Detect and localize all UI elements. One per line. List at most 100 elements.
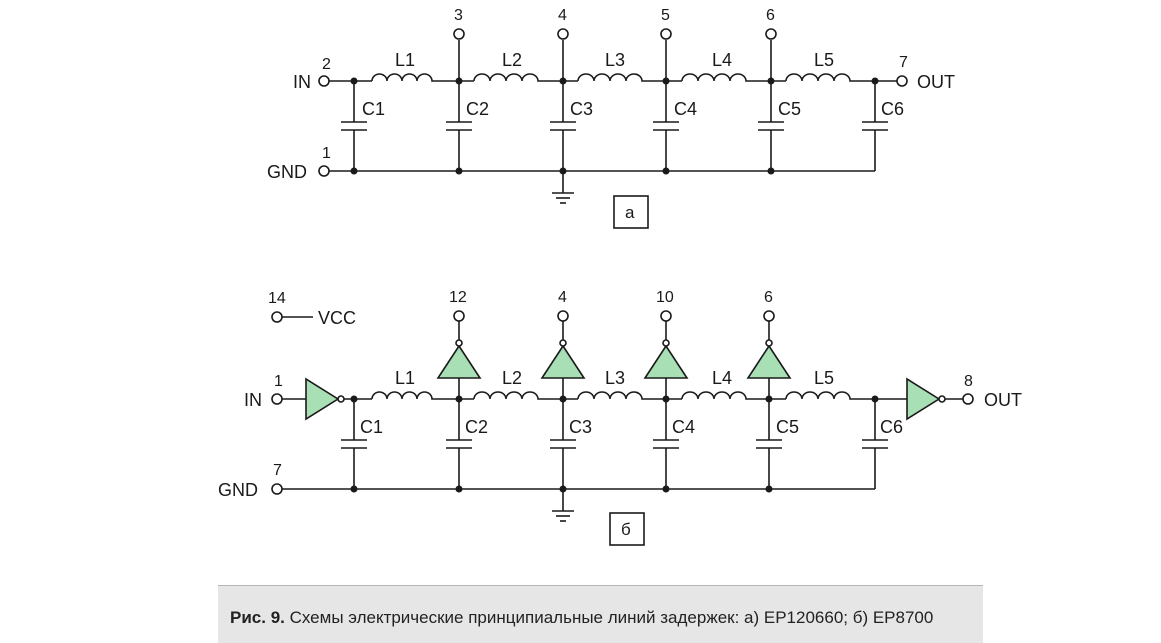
inductor-l5-a [785,73,858,82]
tap-terminal-12-b [453,310,465,322]
input-buffer-b [305,377,340,421]
inductor-l4-a [681,73,754,82]
capacitor-label-a-2: C3 [570,99,593,119]
capacitor-label-b-1: C2 [465,417,488,437]
gnd-terminal-a [318,165,330,177]
inductor-label-a-4: L5 [814,50,834,70]
tap-pin-b-0: 12 [449,289,467,306]
capacitor-label-b-0: C1 [360,417,383,437]
gnd-terminal-b [271,483,283,495]
inductor-label-b-4: L5 [814,368,834,388]
inductor-label-a-3: L4 [712,50,732,70]
capacitor-c1-a [341,81,367,171]
inductor-l5-b [785,391,858,400]
capacitor-c5-b [756,399,782,489]
capacitor-c4-b [653,399,679,489]
label-box-a [613,195,649,229]
tap-buffer-12-b [436,310,482,399]
schematic-figure: IN 2 GND 1 OUT 7 3 4 5 6 L1 L2 L3 L4 L5 … [218,7,1022,546]
tap-pin-b-3: 6 [764,289,773,306]
gnd-label-a: GND [267,162,307,182]
inductor-label-a-0: L1 [395,50,415,70]
capacitor-label-a-1: C2 [466,99,489,119]
capacitor-c1-b [341,399,367,489]
diagram-b [271,310,974,546]
out-pin-a: 7 [899,54,908,71]
in-pin-b: 1 [274,373,283,390]
gnd-label-b: GND [218,480,258,500]
junctions-a [350,77,879,175]
capacitor-c2-a [446,81,472,171]
out-terminal-a [896,75,908,87]
ground-symbol-a [552,171,574,204]
capacitor-label-a-0: C1 [362,99,385,119]
diagram-label-b: б [621,520,631,539]
out-label-b: OUT [984,390,1022,410]
inductor-l4-b [681,391,754,400]
figure-caption: Рис. 9. Схемы электрические принципиальн… [230,608,933,628]
capacitor-label-a-4: C5 [778,99,801,119]
inductor-l2-a [473,73,546,82]
diagram-label-a: а [625,203,635,222]
capacitor-label-a-3: C4 [674,99,697,119]
tap-pin-a-3: 6 [766,7,775,24]
tap-pin-a-2: 5 [661,7,670,24]
caption-prefix: Рис. 9. [230,608,285,627]
capacitor-c4-a [653,81,679,171]
capacitor-c6-b [862,399,888,489]
inductor-label-b-2: L3 [605,368,625,388]
capacitor-c3-b [550,399,576,489]
tap-buffer-4-b [540,310,586,399]
tap-buffer-10-b [643,310,689,399]
tap-pin-b-2: 10 [656,289,674,306]
caption-text: Схемы электрические принципиальные линий… [284,608,934,627]
capacitor-label-b-5: C6 [880,417,903,437]
inductor-label-b-0: L1 [395,368,415,388]
tap-terminal-4-a [557,28,569,40]
capacitor-label-b-2: C3 [569,417,592,437]
caption-box: Рис. 9. Схемы электрические принципиальн… [218,585,983,643]
capacitor-c5-a [758,81,784,171]
inductor-label-b-1: L2 [502,368,522,388]
junctions-b [350,395,879,493]
in-terminal-a [318,75,330,87]
inductor-label-b-3: L4 [712,368,732,388]
vcc-label-b: VCC [318,308,356,328]
tap-pin-a-1: 4 [558,7,567,24]
out-pin-b: 8 [964,373,973,390]
inductor-label-a-1: L2 [502,50,522,70]
inductor-l1-a [371,73,442,82]
tap-terminal-6-b [763,310,775,322]
vcc-pin-b: 14 [268,290,286,307]
tap-terminal-4-b [557,310,569,322]
tap-terminal-5-a [660,28,672,40]
out-label-a: OUT [917,72,955,92]
in-label-a: IN [293,72,311,92]
in-terminal-b [271,393,283,405]
tap-pin-b-1: 4 [558,289,567,306]
tap-terminal-10-b [660,310,672,322]
inductor-l3-b [577,391,650,400]
out-terminal-b [962,393,974,405]
inductor-l1-b [371,391,442,400]
capacitor-c2-b [446,399,472,489]
output-buffer-b [906,377,941,421]
inductor-label-a-2: L3 [605,50,625,70]
capacitor-c6-a [862,81,888,171]
ground-symbol-b [552,489,574,522]
tap-buffer-6-b [746,310,792,399]
tap-terminal-3-a [453,28,465,40]
vcc-terminal-b [271,311,283,323]
label-box-b [609,512,645,546]
diagram-a [318,28,908,229]
tap-terminal-6-a [765,28,777,40]
capacitor-c3-a [550,81,576,171]
capacitor-label-b-3: C4 [672,417,695,437]
capacitor-label-b-4: C5 [776,417,799,437]
in-label-b: IN [244,390,262,410]
tap-pin-a-0: 3 [454,7,463,24]
gnd-pin-b: 7 [273,462,282,479]
inductor-l2-b [473,391,546,400]
capacitor-label-a-5: C6 [881,99,904,119]
gnd-pin-a: 1 [322,145,331,162]
